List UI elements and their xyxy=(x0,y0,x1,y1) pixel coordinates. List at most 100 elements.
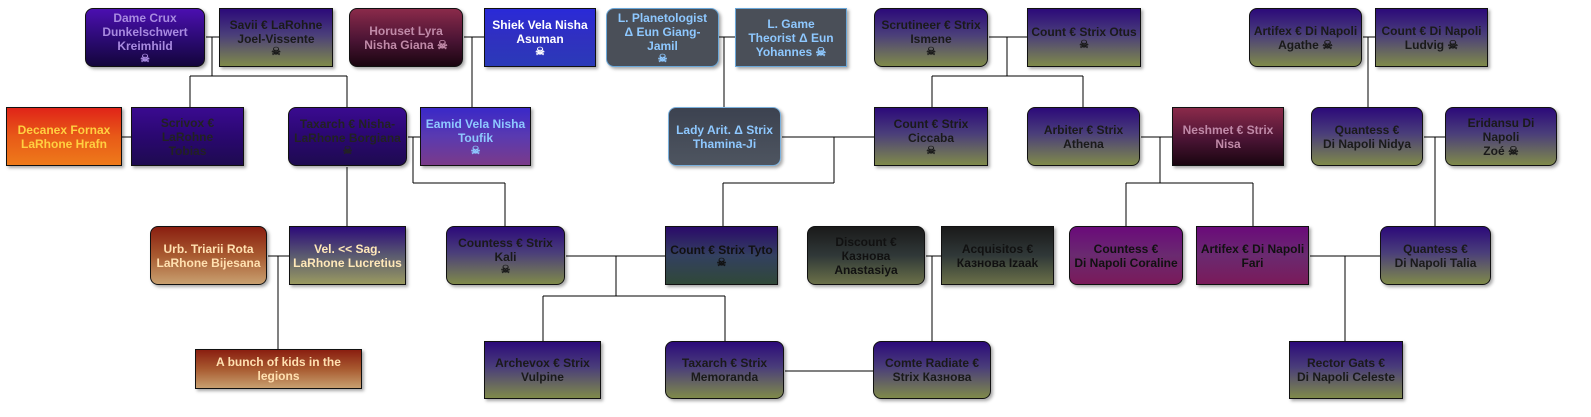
node-scrivox[interactable]: Scrivox € LaRohne Tobias xyxy=(131,107,244,166)
skull-icon: ☠ xyxy=(926,45,936,58)
node-dame-crux-line3: Kreimhild xyxy=(117,38,173,53)
node-comte-radiate-line2: Strix Казнова xyxy=(892,370,972,384)
node-taxarch-borgiana[interactable]: Taxarch € Nisha- LaRhone Borgiana ☠ xyxy=(288,107,407,166)
node-lady-arit[interactable]: Lady Arit. Δ Strix Thamina-Ji xyxy=(668,107,781,166)
node-game-theorist[interactable]: L. Game Theorist Δ Eun Yohannes ☠ xyxy=(735,8,847,67)
node-eamid-line1: Eamid Vela Nisha xyxy=(425,116,526,131)
node-quantess-nidya-line2: Di Napoli Nidya xyxy=(1322,136,1411,151)
skull-icon: ☠ xyxy=(657,52,668,65)
node-arbiter-line1: Arbiter € Strix xyxy=(1043,122,1124,137)
node-artifex-agathe[interactable]: Artifex € Di Napoli Agathe ☠ xyxy=(1249,8,1362,67)
node-shiek[interactable]: Shiek Vela Nisha Asuman ☠ xyxy=(484,8,596,67)
node-archevox[interactable]: Archevox € Strix Vulpine xyxy=(484,341,601,399)
node-eridansu-line2: Zoé ☠ xyxy=(1483,143,1519,158)
node-neshmet-line1: Neshmet € Strix xyxy=(1182,122,1274,137)
node-countess-kali[interactable]: Countess € Strix Kali ☠ xyxy=(446,226,565,285)
node-vel-sag-line2: LaRhone Lucretius xyxy=(293,255,402,270)
node-scrivox-line1: Scrivox € LaRohne xyxy=(160,115,215,144)
node-scrutineer-line1: Scrutineer € Strix xyxy=(881,17,981,32)
node-planetologist-line2: Δ Eun Giang-Jamil xyxy=(624,24,701,53)
node-scrutineer[interactable]: Scrutineer € Strix Ismene ☠ xyxy=(874,8,988,67)
node-eamid-line2: Toufik xyxy=(457,130,494,145)
node-count-ciccaba-line1: Count € Strix xyxy=(893,116,969,131)
node-scrutineer-line2: Ismene xyxy=(910,31,952,46)
node-quantess-talia-line2: Di Napoli Talia xyxy=(1394,255,1477,270)
node-eamid[interactable]: Eamid Vela Nisha Toufik ☠ xyxy=(420,107,531,166)
node-arbiter[interactable]: Arbiter € Strix Athena xyxy=(1027,107,1140,166)
node-game-theorist-line2: Theorist Δ Eun xyxy=(748,30,834,45)
skull-icon: ☠ xyxy=(926,144,936,157)
node-vel-sag[interactable]: Vel. << Sag. LaRhone Lucretius xyxy=(289,226,406,285)
node-taxarch-memoranda-line1: Taxarch € Strix xyxy=(681,356,768,370)
node-scrivox-line2: Tobias xyxy=(168,143,207,158)
node-dame-crux-line1: Dame Crux xyxy=(113,10,177,25)
node-eridansu-line1: Eridansu Di Napoli xyxy=(1467,115,1535,144)
node-count-otus[interactable]: Count € Strix Otus ☠ xyxy=(1027,8,1141,67)
node-count-tyto[interactable]: Count € Strix Tyto ☠ xyxy=(665,226,778,285)
node-count-ludvig-line1: Count € Di Napoli xyxy=(1381,23,1482,38)
node-archevox-line1: Archevox € Strix xyxy=(495,356,590,370)
skull-icon: ☠ xyxy=(342,144,353,157)
node-decanex-line1: Decanex Fornax xyxy=(17,122,111,137)
skull-icon: ☠ xyxy=(535,45,545,58)
node-count-ludvig[interactable]: Count € Di Napoli Ludvig ☠ xyxy=(1375,8,1488,67)
node-urb-triarii-line1: Urb. Triarii Rota xyxy=(163,241,254,256)
node-dame-crux-line2: Dunkelschwert xyxy=(102,24,188,39)
node-count-ludvig-line2: Ludvig ☠ xyxy=(1404,37,1459,52)
node-horuset-line1: Horuset Lyra xyxy=(369,23,443,38)
node-savii-line2: Joel-Vissente xyxy=(237,31,315,46)
skull-icon: ☠ xyxy=(716,256,727,269)
node-lady-arit-line1: Lady Arit. Δ Strix xyxy=(676,122,773,137)
node-rector-gats-line1: Rector Gats € xyxy=(1306,356,1386,370)
node-dame-crux[interactable]: Dame Crux Dunkelschwert Kreimhild ☠ xyxy=(85,8,205,67)
node-countess-coraline[interactable]: Countess € Di Napoli Coraline xyxy=(1069,226,1183,285)
node-countess-kali-line2: Kali xyxy=(494,249,517,264)
node-count-tyto-line1: Count € Strix Tyto xyxy=(670,242,773,257)
skull-icon: ☠ xyxy=(500,263,511,276)
node-taxarch-borgiana-line1: Taxarch € Nisha- xyxy=(299,116,396,131)
node-countess-coraline-line2: Di Napoli Coraline xyxy=(1074,255,1178,270)
node-comte-radiate-line1: Comte Radiate € xyxy=(884,356,980,370)
node-discount[interactable]: Discount € Казнова Anastasiya xyxy=(807,226,925,285)
node-kids-line1: A bunch of kids in the xyxy=(216,355,341,369)
node-shiek-line2: Asuman xyxy=(516,31,564,46)
node-horuset-line2: Nisha Giana ☠ xyxy=(364,37,448,52)
node-comte-radiate[interactable]: Comte Radiate € Strix Казнова xyxy=(873,341,991,399)
node-savii-line1: Savii € LaRohne xyxy=(229,17,323,32)
node-artifex-agathe-line1: Artifex € Di Napoli xyxy=(1253,23,1358,38)
node-taxarch-memoranda-line2: Memoranda xyxy=(690,370,759,384)
node-count-ciccaba[interactable]: Count € Strix Ciccaba ☠ xyxy=(874,107,988,166)
node-kids[interactable]: A bunch of kids in the legions xyxy=(195,349,362,389)
node-horuset[interactable]: Horuset Lyra Nisha Giana ☠ xyxy=(349,8,463,67)
node-artifex-fari-line1: Artifex € Di Napoli xyxy=(1200,241,1305,256)
node-eridansu[interactable]: Eridansu Di Napoli Zoé ☠ xyxy=(1445,107,1557,166)
node-neshmet[interactable]: Neshmet € Strix Nisa xyxy=(1172,107,1284,166)
node-taxarch-memoranda[interactable]: Taxarch € Strix Memoranda xyxy=(665,341,784,399)
node-urb-triarii-line2: LaRhone Bijesana xyxy=(156,255,261,270)
node-decanex[interactable]: Decanex Fornax LaRhone Hrafn xyxy=(6,107,122,166)
skull-icon: ☠ xyxy=(1079,38,1089,51)
node-rector-gats[interactable]: Rector Gats € Di Napoli Celeste xyxy=(1289,341,1403,399)
node-shiek-line1: Shiek Vela Nisha xyxy=(492,17,588,32)
node-countess-coraline-line1: Countess € xyxy=(1093,241,1159,256)
node-arbiter-line2: Athena xyxy=(1063,136,1104,151)
node-quantess-talia-line1: Quantess € xyxy=(1403,241,1468,256)
node-acquisitos-line1: Acquisitos € xyxy=(961,241,1034,256)
node-count-ciccaba-line2: Ciccaba xyxy=(907,130,955,145)
node-lady-arit-line2: Thamina-Ji xyxy=(692,136,757,151)
node-urb-triarii[interactable]: Urb. Triarii Rota LaRhone Bijesana xyxy=(150,226,267,285)
node-vel-sag-line1: Vel. << Sag. xyxy=(314,241,381,256)
node-taxarch-borgiana-line2: LaRhone Borgiana xyxy=(294,130,401,145)
node-quantess-nidya-line1: Quantess € xyxy=(1334,122,1400,137)
node-quantess-talia[interactable]: Quantess € Di Napoli Talia xyxy=(1380,226,1491,285)
node-artifex-agathe-line2: Agathe ☠ xyxy=(1278,37,1333,52)
node-discount-line1: Discount € xyxy=(835,234,897,249)
node-quantess-nidya[interactable]: Quantess € Di Napoli Nidya xyxy=(1311,107,1423,166)
node-planetologist[interactable]: L. Planetologist Δ Eun Giang-Jamil ☠ xyxy=(606,8,719,67)
node-artifex-fari[interactable]: Artifex € Di Napoli Fari xyxy=(1196,226,1309,285)
node-artifex-fari-line2: Fari xyxy=(1241,255,1264,270)
node-savii[interactable]: Savii € LaRohne Joel-Vissente ☠ xyxy=(219,8,333,67)
node-acquisitos[interactable]: Acquisitos € Казнова Izaak xyxy=(941,226,1054,285)
